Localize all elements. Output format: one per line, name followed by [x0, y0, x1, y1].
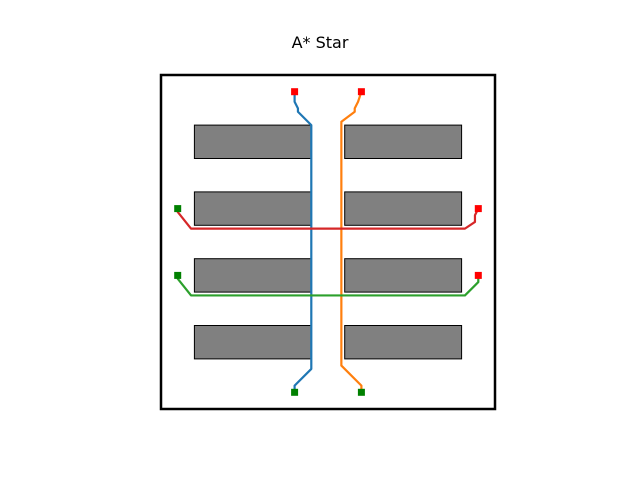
start-marker-1	[291, 388, 299, 396]
obstacle-7	[193, 325, 312, 360]
chart-title: A* Star	[291, 33, 349, 52]
start-marker-2	[357, 388, 365, 396]
obstacle-5	[193, 258, 312, 293]
obstacle-1	[193, 124, 312, 159]
start-marker-3	[174, 205, 182, 213]
obstacle-4	[344, 191, 463, 226]
goal-marker-3	[474, 205, 482, 213]
agent-path-1	[293, 91, 313, 393]
obstacle-8	[344, 325, 463, 360]
obstacle-2	[344, 124, 463, 159]
obstacle-3	[193, 191, 312, 226]
goal-marker-1	[291, 88, 299, 96]
goal-marker-4	[474, 271, 482, 279]
agent-path-2	[340, 91, 363, 393]
map-border	[159, 73, 497, 411]
start-marker-4	[174, 271, 182, 279]
goal-marker-2	[357, 88, 365, 96]
marker-layer	[174, 88, 482, 396]
obstacle-layer	[193, 124, 463, 360]
obstacle-6	[344, 258, 463, 293]
